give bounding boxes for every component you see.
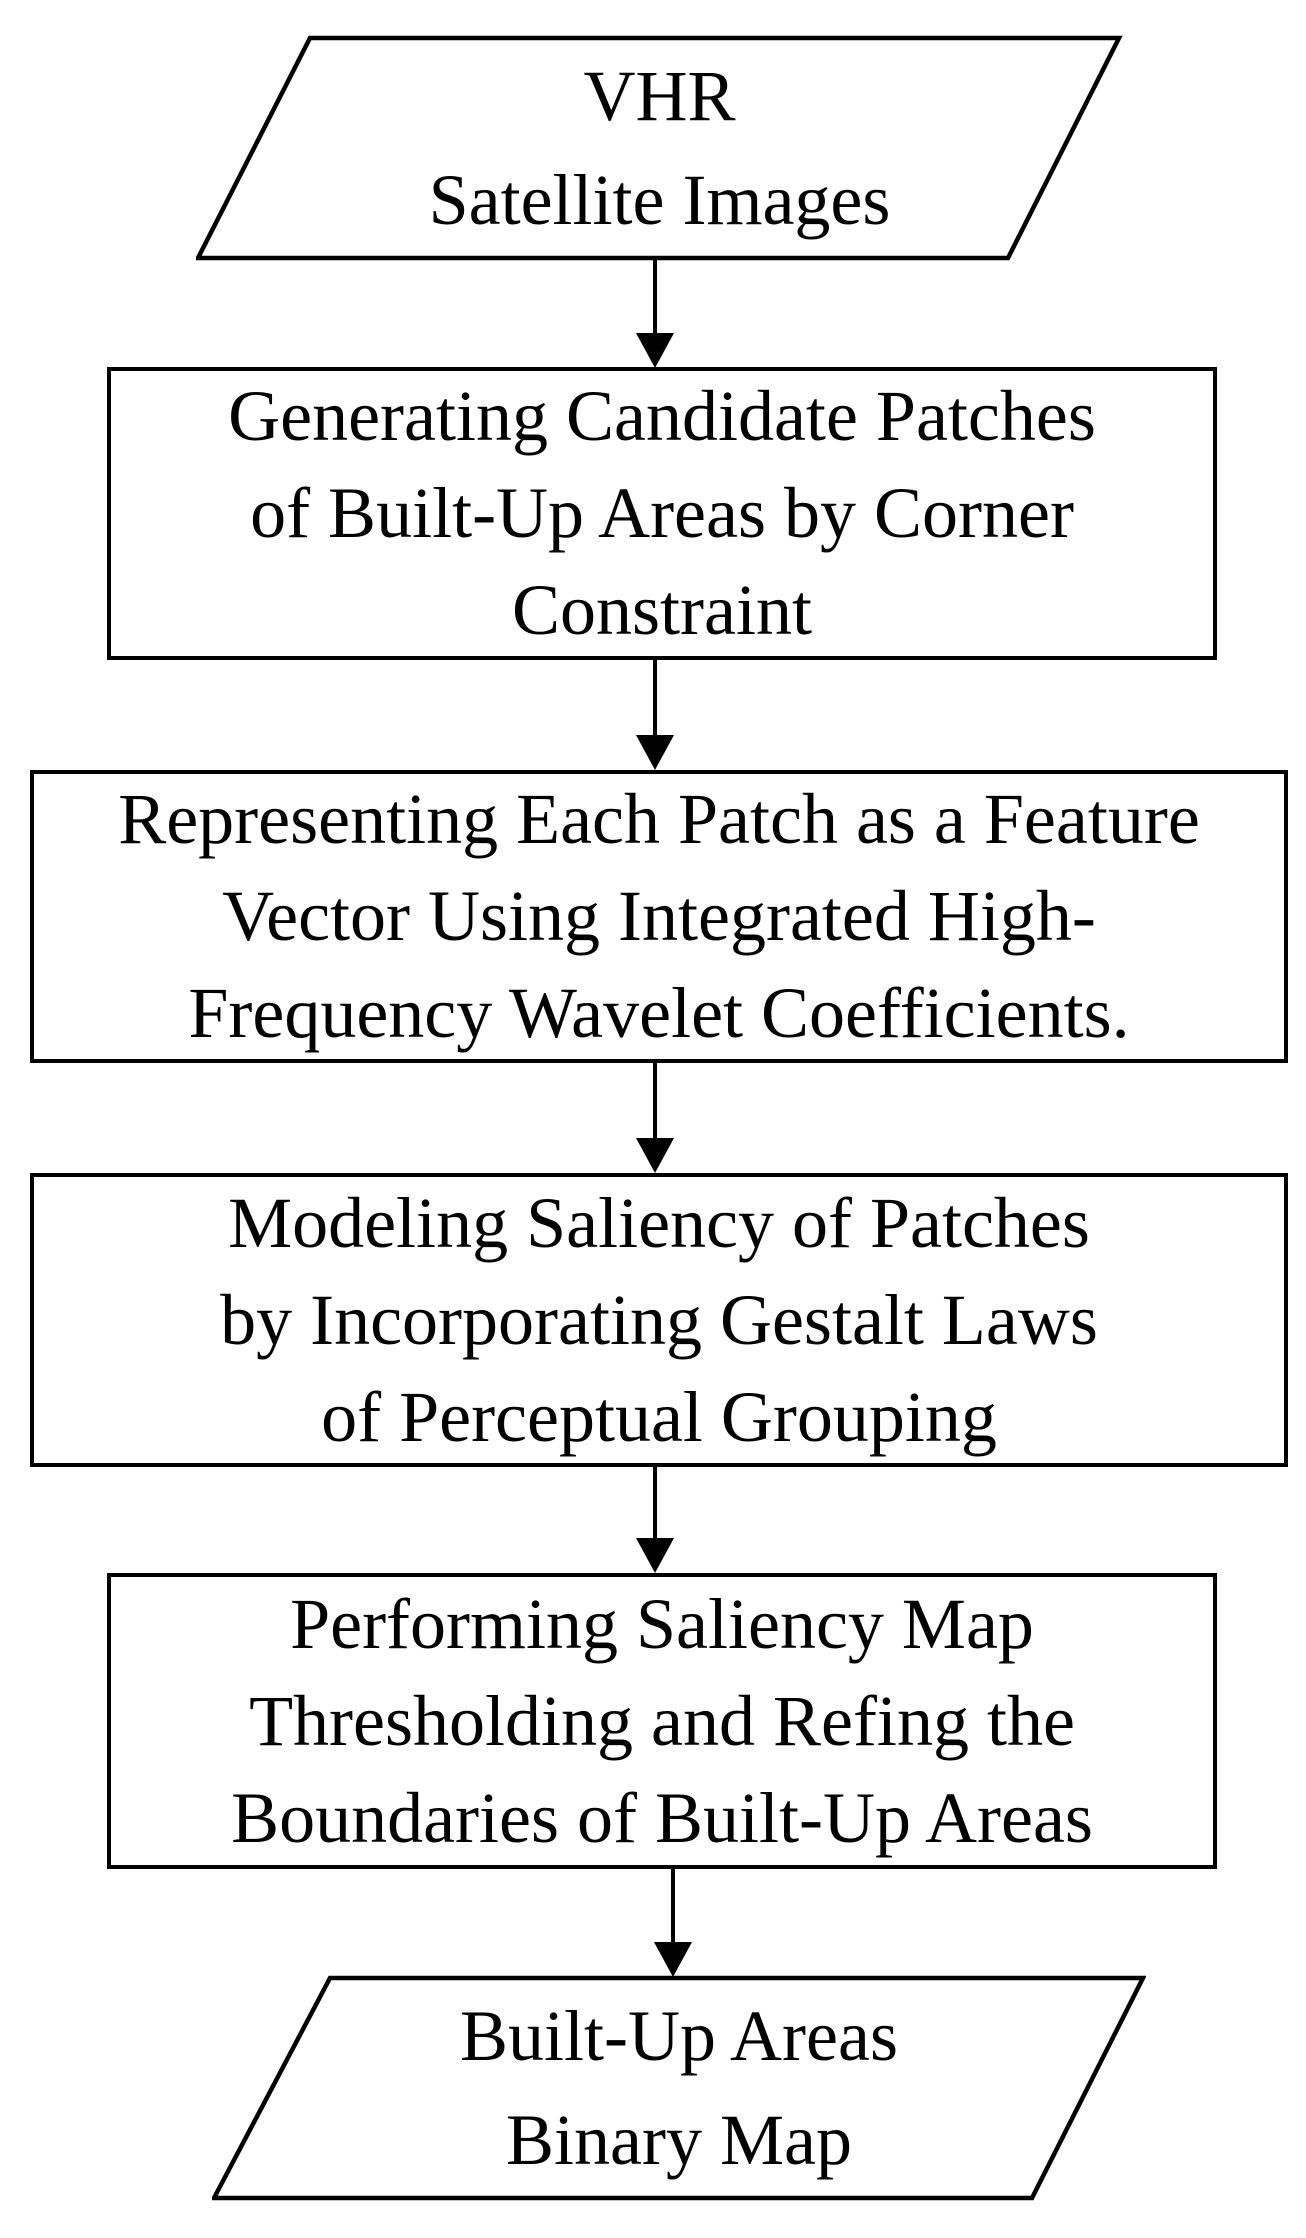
arrow-head-icon [636, 333, 674, 368]
flow-node-saliency-thresholding: Performing Saliency Map Thresholding and… [107, 1573, 1217, 1869]
node-label-saliency-thresholding: Performing Saliency Map Thresholding and… [231, 1583, 1093, 1858]
arrow-head-icon [636, 735, 674, 770]
parallelogram-shape [196, 35, 1123, 261]
flow-node-generating-candidate-patches: Generating Candidate Patches of Built-Up… [107, 367, 1217, 660]
arrow-stem [671, 1866, 675, 1942]
node-label-representing-feature-vector: Representing Each Patch as a Feature Vec… [118, 779, 1200, 1053]
arrow-head-icon [636, 1538, 674, 1573]
flow-node-modeling-saliency: Modeling Saliency of Patches by Incorpor… [30, 1173, 1288, 1467]
arrow-stem [653, 1061, 657, 1138]
flow-node-built-up-areas-binary-map: Built-Up Areas Binary Map [212, 1975, 1146, 2201]
flow-node-vhr-satellite-images: VHR Satellite Images [196, 34, 1123, 262]
arrow-head-icon [654, 1942, 692, 1977]
arrow-head-icon [636, 1138, 674, 1173]
arrow-stem [653, 258, 657, 335]
node-label-generating-candidate-patches: Generating Candidate Patches of Built-Up… [228, 376, 1096, 650]
parallelogram-shape [212, 1975, 1146, 2201]
node-label-modeling-saliency: Modeling Saliency of Patches by Incorpor… [220, 1182, 1098, 1457]
node-label-built-up-areas-binary-map: Built-Up Areas Binary Map [460, 1996, 898, 2180]
flow-node-representing-feature-vector: Representing Each Patch as a Feature Vec… [30, 770, 1288, 1063]
arrow-stem [653, 658, 657, 735]
arrow-stem [653, 1465, 657, 1538]
node-label-vhr-satellite-images: VHR Satellite Images [428, 56, 891, 240]
